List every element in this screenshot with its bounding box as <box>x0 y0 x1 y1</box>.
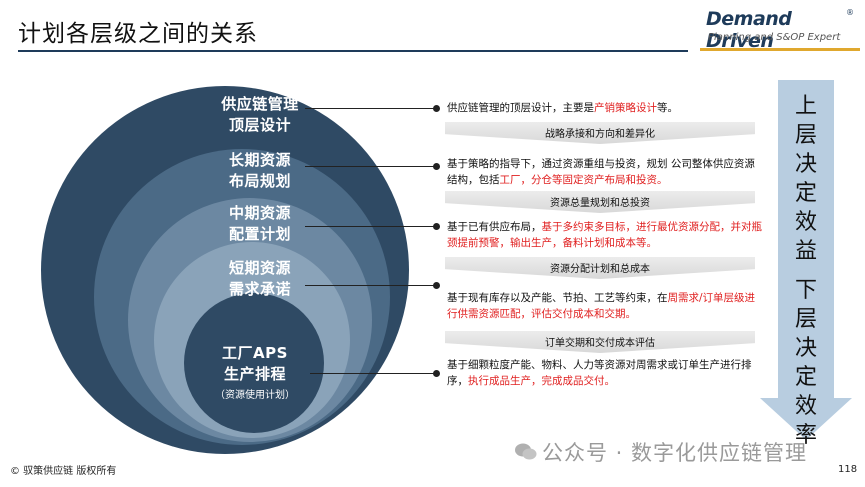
arrow-char: 决 <box>794 152 817 177</box>
connector-long-term <box>305 163 440 170</box>
ring-label-aps-line1: 工厂APS <box>222 344 288 362</box>
wechat-icon <box>515 443 537 460</box>
ring-label-short-term-line2: 需求承诺 <box>228 280 291 298</box>
band-bg <box>445 257 755 279</box>
watermark: 公众号 · 数字化供应链管理 <box>542 441 808 465</box>
arrow-char: 层 <box>794 123 817 148</box>
arrow-char: 效 <box>794 394 817 419</box>
band-label-strategy: 战略承接和方向和差异化 <box>545 129 655 140</box>
arrow-text-top: 上层决定效益 <box>786 92 826 266</box>
arrow-text-bottom: 下层决定效率 <box>786 276 826 450</box>
highlight-text: 工厂，分仓等固定资产布局和投资。 <box>499 174 668 186</box>
ring-label-long-term-line2: 布局规划 <box>228 172 291 190</box>
desc-text: 基于策略的指导下，通过资源重组与投资，规划 公司整体供应资源结构，包括 <box>447 158 755 186</box>
ring-label-strategy-line1: 供应链管理 <box>221 95 299 113</box>
connector-aps <box>310 370 440 377</box>
arrow-char: 决 <box>794 336 817 361</box>
desc-short-term: 基于现有库存以及产能、节拍、工艺等约束，在周需求/订单层级进行供需资源匹配，评估… <box>447 290 762 322</box>
page-title: 计划各层级之间的关系 <box>18 21 258 47</box>
connector-mid-term <box>305 223 440 230</box>
connector-dot <box>433 282 440 289</box>
logo-main-text: Demand Driven <box>706 8 792 52</box>
desc-text: 基于已有供应布局， <box>447 221 542 233</box>
ring-label-mid-term: 中期资源 配置计划 <box>205 203 315 245</box>
ring-label-short-term: 短期资源 需求承诺 <box>205 258 315 300</box>
ring-label-long-term: 长期资源 布局规划 <box>205 150 315 192</box>
desc-text: 等。 <box>657 102 678 114</box>
connector-dot <box>433 370 440 377</box>
ring-label-strategy-line2: 顶层设计 <box>228 116 291 134</box>
logo: Demand Driven ® Planning and S&OP Expert <box>700 8 860 52</box>
connector-dot <box>433 105 440 112</box>
ring-label-mid-term-line1: 中期资源 <box>228 204 291 222</box>
connector-short-term <box>305 282 440 289</box>
copyright-footer: © 驭策供应链 版权所有 <box>10 466 117 477</box>
ring-label-aps-line2: 生产排程 <box>223 365 286 383</box>
logo-subtitle: Planning and S&OP Expert <box>708 32 841 43</box>
arrow-char: 益 <box>794 239 817 264</box>
ring-note-aps: （资源使用计划） <box>215 390 295 401</box>
band-bg <box>445 331 755 353</box>
arrow-char: 上 <box>794 94 817 119</box>
band-label-long-term: 资源总量规划和总投资 <box>550 198 650 209</box>
band-label-short-term: 订单交期和交付成本评估 <box>545 338 655 349</box>
ring-inner <box>184 293 324 433</box>
down-arrow-icon <box>760 80 852 440</box>
arrow-char: 效 <box>794 210 817 235</box>
planning-levels-diagram <box>41 86 409 454</box>
band-bg <box>445 122 755 144</box>
header-divider <box>18 50 688 52</box>
connector-dot <box>433 223 440 230</box>
arrow-char: 定 <box>794 365 817 390</box>
arrow-char: 层 <box>794 307 817 332</box>
highlight-text: 周需求/订单层级进行供需资源匹配，评估交付成本和交期。 <box>447 292 756 320</box>
desc-aps: 基于细颗粒度产能、物料、人力等资源对周需求或订单生产进行排序，执行成品生产，完成… <box>447 357 762 389</box>
ring-label-aps: 工厂APS 生产排程 <box>200 343 310 385</box>
ring-label-long-term-line1: 长期资源 <box>228 151 291 169</box>
connector-strategy <box>305 105 440 112</box>
band-bg <box>445 191 755 213</box>
arrow-char: 下 <box>794 278 817 303</box>
page-number: 118 <box>838 464 858 475</box>
desc-text: 供应链管理的顶层设计，主要是 <box>447 102 594 114</box>
ring-label-mid-term-line2: 配置计划 <box>228 225 291 243</box>
desc-long-term: 基于策略的指导下，通过资源重组与投资，规划 公司整体供应资源结构，包括工厂，分仓… <box>447 156 762 188</box>
desc-strategy: 供应链管理的顶层设计，主要是产销策略设计等。 <box>447 100 762 116</box>
ring-label-short-term-line1: 短期资源 <box>228 259 291 277</box>
ring-label-strategy: 供应链管理 顶层设计 <box>195 94 325 136</box>
logo-underline <box>700 48 860 51</box>
desc-text: 基于现有库存以及产能、节拍、工艺等约束，在 <box>447 292 668 304</box>
highlight-text: 产销策略设计 <box>594 102 657 114</box>
logo-registered-mark: ® <box>846 8 854 17</box>
desc-mid-term: 基于已有供应布局，基于多约束多目标，进行最优资源分配，并对瓶颈提前预警，输出生产… <box>447 219 762 251</box>
arrow-char: 定 <box>794 181 817 206</box>
band-label-mid-term: 资源分配计划和总成本 <box>550 264 650 275</box>
connector-dot <box>433 163 440 170</box>
highlight-text: 基于多约束多目标，进行最优资源分配，并对瓶颈提前预警，输出生产，备料计划和成本等… <box>447 221 762 249</box>
desc-text: 基于细颗粒度产能、物料、人力等资源对周需求或订单生产进行排序， <box>447 359 752 387</box>
arrow-char: 率 <box>794 423 817 448</box>
highlight-text: 执行成品生产，完成成品交付。 <box>468 375 615 387</box>
